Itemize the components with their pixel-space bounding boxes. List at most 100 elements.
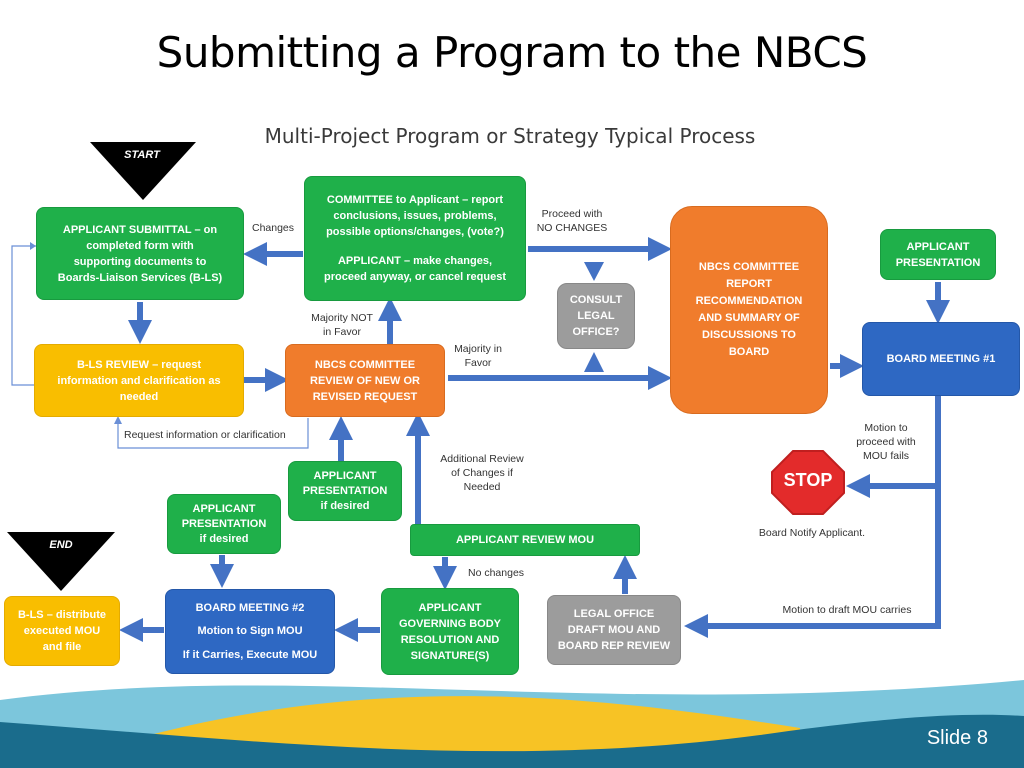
note-line: Needed [463, 481, 501, 493]
note-line: Majority NOT [311, 312, 373, 324]
note-request-info: Request information or clarification [124, 429, 286, 441]
box-line: proceed anyway, or cancel request [324, 271, 506, 284]
box-line: executed MOU [23, 625, 101, 637]
note-additional-review: Additional Review of Changes if Needed [432, 452, 532, 494]
box-line: LEGAL OFFICE [573, 608, 655, 620]
start-label: START [124, 149, 160, 161]
box-line: NBCS COMMITTEE [698, 261, 800, 273]
box-line: and file [42, 641, 82, 653]
box-line: REPORT [726, 278, 772, 290]
stop-octagon [771, 450, 845, 515]
note-board-notify: Board Notify Applicant. [758, 527, 866, 539]
note-majority-in: Majority in Favor [446, 342, 510, 370]
box-line: BOARD [728, 346, 770, 358]
box-line: Motion to Sign MOU [197, 625, 303, 638]
box-line: BOARD MEETING #1 [886, 353, 996, 365]
note-line: proceed with [856, 436, 916, 448]
applicant-presentation-mid-box: APPLICANT PRESENTATION if desired [288, 461, 402, 521]
arrowhead-from-consult [584, 352, 604, 372]
box-line: Boards-Liaison Services (B-LS) [57, 271, 223, 284]
box-line: APPLICANT – make changes, [337, 255, 493, 268]
box-line: RECOMMENDATION [695, 295, 803, 307]
feedback-line-left [11, 245, 36, 386]
committee-to-applicant-box: COMMITTEE to Applicant – report conclusi… [304, 176, 526, 301]
slide-number: Slide 8 [927, 727, 988, 750]
box-line: B-LS – distribute [17, 609, 106, 621]
note-no-changes: No changes [468, 567, 525, 579]
box-line: needed [119, 390, 159, 403]
slide-label: Slide [926, 727, 972, 749]
box-line: GOVERNING BODY [398, 617, 502, 630]
applicant-changes-group: APPLICANT – make changes, proceed anyway… [324, 253, 506, 285]
consult-legal-box: CONSULT LEGAL OFFICE? [557, 283, 635, 349]
box-line: information and clarification as [57, 374, 221, 387]
box-line: possible options/changes, (vote?) [326, 225, 504, 238]
note-majority-not: Majority NOT in Favor [304, 311, 380, 339]
box-line: If it Carries, Execute MOU [182, 649, 318, 662]
board-meeting-2-box: BOARD MEETING #2 Motion to Sign MOU If i… [165, 589, 335, 674]
box-line: PRESENTATION [302, 484, 388, 497]
note-changes: Changes [251, 222, 295, 234]
box-line: APPLICANT SUBMITTAL – on [62, 223, 218, 236]
note-proceed-no-changes: Proceed with NO CHANGES [532, 207, 612, 235]
stop-label: STOP [783, 470, 833, 490]
note-motion-draft: Motion to draft MOU carries [782, 604, 912, 616]
committee-report-group: COMMITTEE to Applicant – report conclusi… [326, 192, 504, 240]
box-line: APPLICANT [313, 469, 377, 482]
note-line: Additional Review [440, 453, 524, 465]
applicant-presentation-low-box: APPLICANT PRESENTATION if desired [167, 494, 281, 554]
box-line: RESOLUTION AND [400, 633, 500, 646]
box-line: BOARD REP REVIEW [557, 640, 671, 652]
box-line: OFFICE? [572, 326, 620, 338]
bls-review-box: B-LS REVIEW – request information and cl… [34, 344, 244, 417]
applicant-review-mou-box: APPLICANT REVIEW MOU [410, 524, 640, 556]
note-line: Majority in [454, 343, 502, 355]
end-label: END [49, 539, 73, 551]
diagram-title: Multi-Project Program or Strategy Typica… [264, 124, 756, 148]
box-line: CONSULT [569, 294, 623, 306]
board-meeting-1-box: BOARD MEETING #1 [862, 322, 1020, 396]
slide-title: Submitting a Program to the NBCS [156, 28, 868, 77]
box-line: DISCUSSIONS TO [702, 329, 796, 341]
box-line: APPLICANT [418, 601, 482, 614]
feedback-arrowhead-request [114, 416, 122, 424]
end-triangle [7, 532, 115, 591]
box-line: APPLICANT [906, 240, 970, 253]
note-line: of Changes if [451, 467, 513, 479]
box-line: PRESENTATION [895, 256, 981, 269]
box-line: APPLICANT REVIEW MOU [455, 534, 595, 546]
box-line: COMMITTEE to Applicant – report [326, 193, 504, 206]
note-line: NO CHANGES [536, 222, 608, 234]
box-line: DRAFT MOU AND [567, 624, 661, 636]
slide-number-value: 8 [976, 727, 988, 749]
note-motion-fails: Motion to proceed with MOU fails [848, 421, 924, 463]
box-line: REVISED REQUEST [312, 390, 418, 403]
feedback-line-request [117, 418, 309, 449]
box-line: NBCS COMMITTEE [314, 358, 416, 371]
footer-waves [0, 680, 1024, 768]
start-triangle [90, 142, 196, 200]
box-line: if desired [320, 499, 370, 512]
box-line: PRESENTATION [181, 517, 267, 530]
nbcs-committee-review-box: NBCS COMMITTEE REVIEW OF NEW OR REVISED … [285, 344, 445, 417]
box-line: B-LS REVIEW – request [76, 358, 202, 371]
box-line: APPLICANT [192, 502, 256, 515]
box-line: if desired [199, 532, 249, 545]
arrowhead-to-consult [584, 262, 604, 281]
note-line: Proceed with [541, 208, 603, 220]
box-line: completed form with [86, 239, 194, 252]
box-line: REVIEW OF NEW OR [310, 374, 420, 387]
box-line: supporting documents to [73, 255, 207, 268]
box-line: conclusions, issues, problems, [333, 209, 497, 222]
note-line: MOU fails [862, 450, 910, 462]
applicant-governing-body-box: APPLICANT GOVERNING BODY RESOLUTION AND … [381, 588, 519, 675]
note-line: Motion to [864, 422, 908, 434]
bls-distribute-box: B-LS – distribute executed MOU and file [4, 596, 120, 666]
box-line: LEGAL [577, 310, 615, 322]
arrow-motion-to-draft [684, 396, 941, 638]
feedback-arrowhead-left [30, 242, 36, 250]
note-line: Favor [464, 357, 492, 369]
box-line: BOARD MEETING #2 [195, 601, 305, 614]
note-line: in Favor [323, 326, 361, 338]
